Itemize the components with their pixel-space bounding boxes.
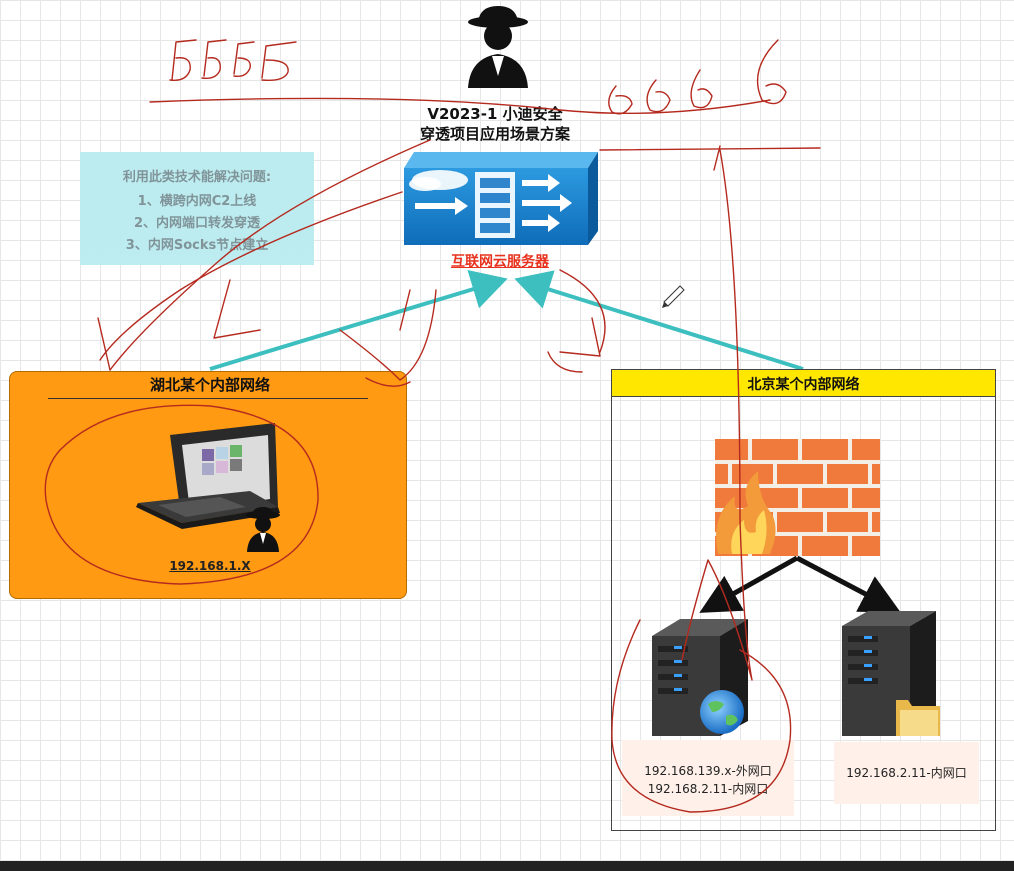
title-line-2: 穿透项目应用场景方案 bbox=[419, 125, 570, 143]
firewall-icon bbox=[715, 439, 880, 556]
diagram-title: V2023-1 小迪安全 穿透项目应用场景方案 bbox=[380, 104, 610, 144]
hubei-to-server-arrow bbox=[209, 269, 508, 371]
info-item-2: 2、内网端口转发穿透 bbox=[133, 216, 261, 231]
server-folder-icon bbox=[842, 611, 940, 736]
server2-label: 192.168.2.11-内网口 bbox=[834, 742, 979, 804]
server1-label-line2: 192.168.2.11-内网口 bbox=[647, 782, 769, 796]
info-item-1: 1、横跨内网C2上线 bbox=[137, 194, 257, 209]
server-globe-icon bbox=[652, 619, 748, 736]
beijing-to-server-arrow bbox=[514, 270, 804, 371]
server1-label: 192.168.139.x-外网口 192.168.2.11-内网口 bbox=[622, 740, 794, 816]
beijing-internal-diagram bbox=[652, 439, 940, 736]
info-box: 利用此类技术能解决问题: 1、横跨内网C2上线 2、内网端口转发穿透 3、内网S… bbox=[80, 152, 314, 265]
hubei-network-title: 湖北某个内部网络 bbox=[149, 376, 270, 394]
hubei-title-divider bbox=[48, 398, 368, 399]
server-label: 互联网云服务器 bbox=[451, 254, 549, 270]
beijing-network-title: 北京某个内部网络 bbox=[747, 377, 860, 393]
server1-label-line1: 192.168.139.x-外网口 bbox=[644, 764, 772, 778]
info-heading: 利用此类技术能解决问题: bbox=[122, 170, 272, 185]
bottom-taskbar bbox=[0, 861, 1014, 871]
info-item-3: 3、内网Socks节点建立 bbox=[125, 238, 269, 253]
hacker-small-icon bbox=[246, 507, 280, 552]
beijing-network-header bbox=[611, 369, 996, 397]
hubei-ip-label: 192.168.1.X bbox=[169, 559, 251, 573]
title-line-1: V2023-1 小迪安全 bbox=[427, 105, 563, 123]
cloud-server-icon bbox=[404, 152, 598, 245]
server2-label-line1: 192.168.2.11-内网口 bbox=[846, 766, 967, 780]
hacker-icon bbox=[468, 6, 528, 88]
